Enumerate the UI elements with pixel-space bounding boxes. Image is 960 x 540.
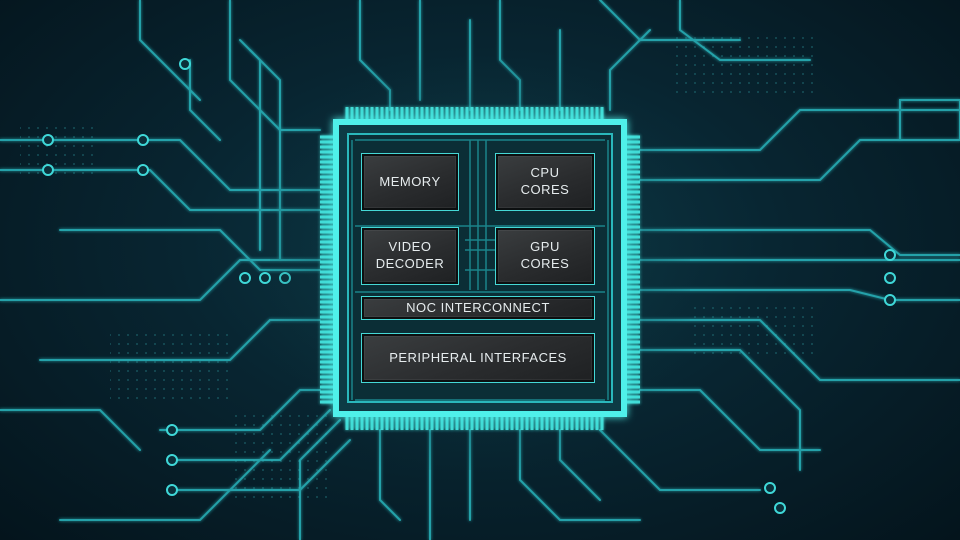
memory-label: MEMORY [379, 173, 441, 189]
noc-interconnect-block: NOC INTERCONNECT [362, 297, 594, 319]
peripheral-interfaces-label: PERIPHERAL INTERFACES [389, 349, 567, 365]
noc-interconnect-label: NOC INTERCONNECT [406, 299, 550, 315]
cpu-cores-label: CPU CORES [520, 165, 570, 197]
gpu-cores-block: GPU CORES [496, 228, 594, 284]
gpu-cores-label: GPU CORES [520, 239, 570, 271]
chip-pins [320, 107, 640, 430]
peripheral-interfaces-block: PERIPHERAL INTERFACES [362, 334, 594, 382]
memory-block: MEMORY [362, 154, 458, 210]
cpu-cores-block: CPU CORES [496, 154, 594, 210]
video-decoder-block: VIDEO DECODER [362, 228, 458, 284]
video-decoder-label: VIDEO DECODER [375, 239, 445, 271]
